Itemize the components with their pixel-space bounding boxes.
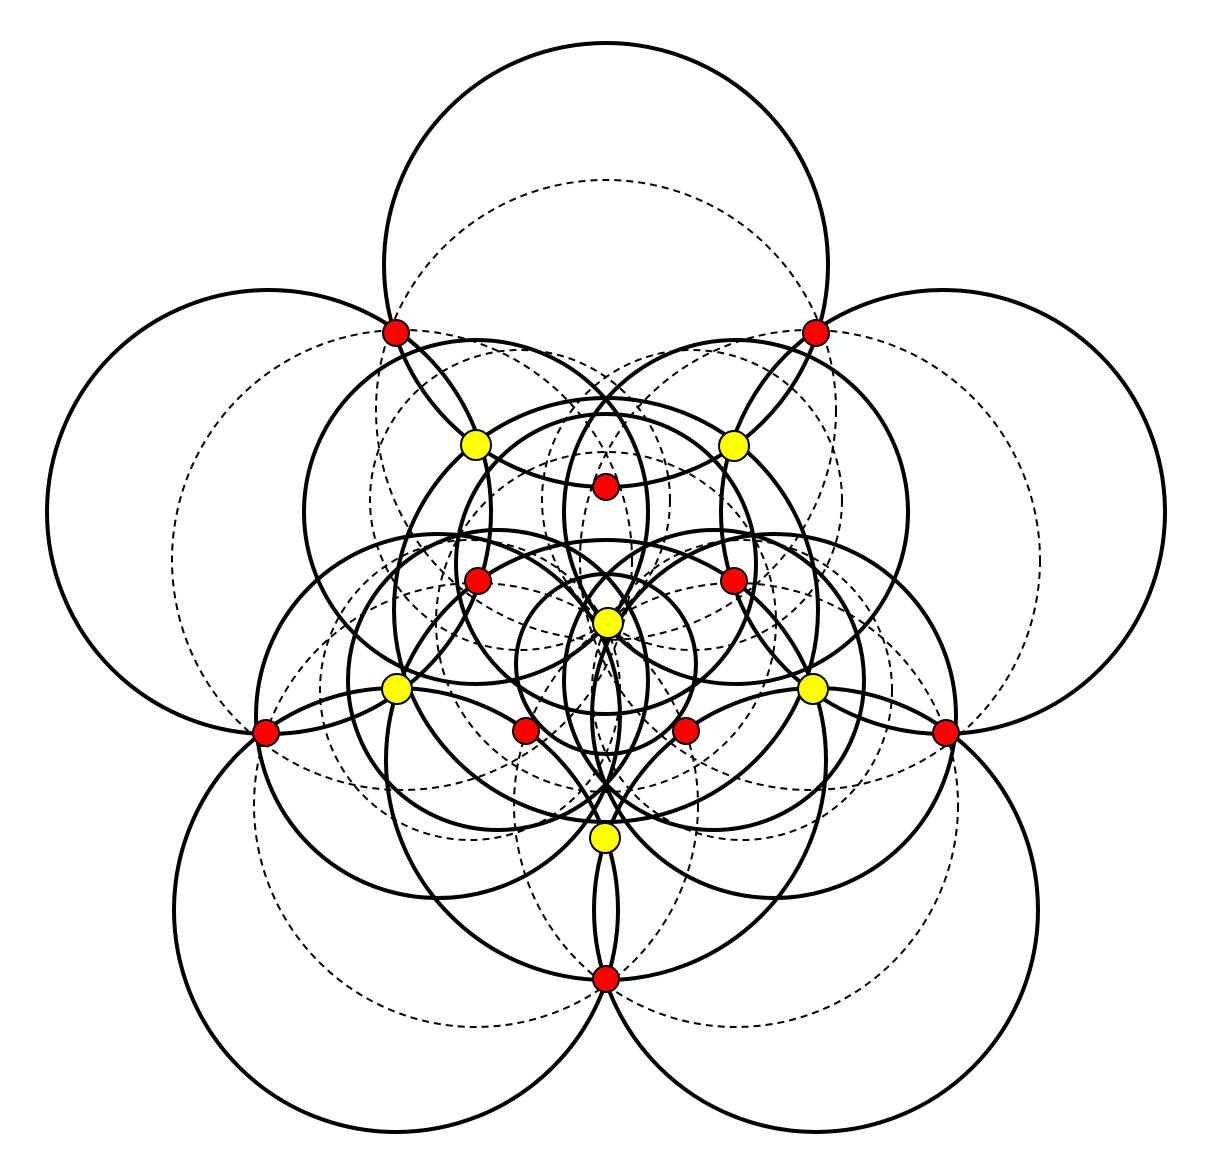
dashed-circle-1 bbox=[375, 179, 837, 641]
red-point-10 bbox=[592, 965, 620, 993]
yellow-point-3 bbox=[592, 607, 624, 639]
yellow-point-2 bbox=[718, 430, 750, 462]
solid-circle-6 bbox=[302, 338, 650, 686]
dashed-circle-7 bbox=[369, 349, 671, 651]
solid-circle-11 bbox=[384, 538, 828, 982]
solid-circle-1 bbox=[382, 41, 830, 489]
solid-circle-14 bbox=[346, 528, 650, 832]
red-point-7 bbox=[932, 719, 960, 747]
solid-circle-10 bbox=[590, 532, 958, 900]
solid-circle-8 bbox=[392, 396, 820, 824]
dashed-circles-group bbox=[171, 179, 1041, 1028]
yellow-point-4 bbox=[381, 673, 413, 705]
solid-circle-3 bbox=[719, 288, 1167, 736]
solid-circle-9 bbox=[254, 532, 622, 900]
solid-circle-15 bbox=[562, 528, 866, 832]
solid-circle-4 bbox=[172, 686, 620, 1134]
red-point-3 bbox=[592, 473, 620, 501]
solid-circle-5 bbox=[592, 686, 1040, 1134]
red-point-9 bbox=[672, 717, 700, 745]
dashed-circle-8 bbox=[541, 349, 843, 651]
red-point-8 bbox=[512, 717, 540, 745]
solid-circle-7 bbox=[562, 338, 910, 686]
red-point-1 bbox=[382, 319, 410, 347]
solid-circle-2 bbox=[45, 288, 493, 736]
yellow-point-6 bbox=[589, 822, 621, 854]
red-point-2 bbox=[802, 319, 830, 347]
red-point-5 bbox=[720, 567, 748, 595]
red-point-4 bbox=[464, 567, 492, 595]
solid-circle-13 bbox=[454, 412, 758, 716]
yellow-point-1 bbox=[460, 429, 492, 461]
solid-circle-12 bbox=[514, 572, 698, 756]
yellow-point-5 bbox=[797, 673, 829, 705]
points-group bbox=[252, 319, 960, 993]
red-point-6 bbox=[252, 719, 280, 747]
